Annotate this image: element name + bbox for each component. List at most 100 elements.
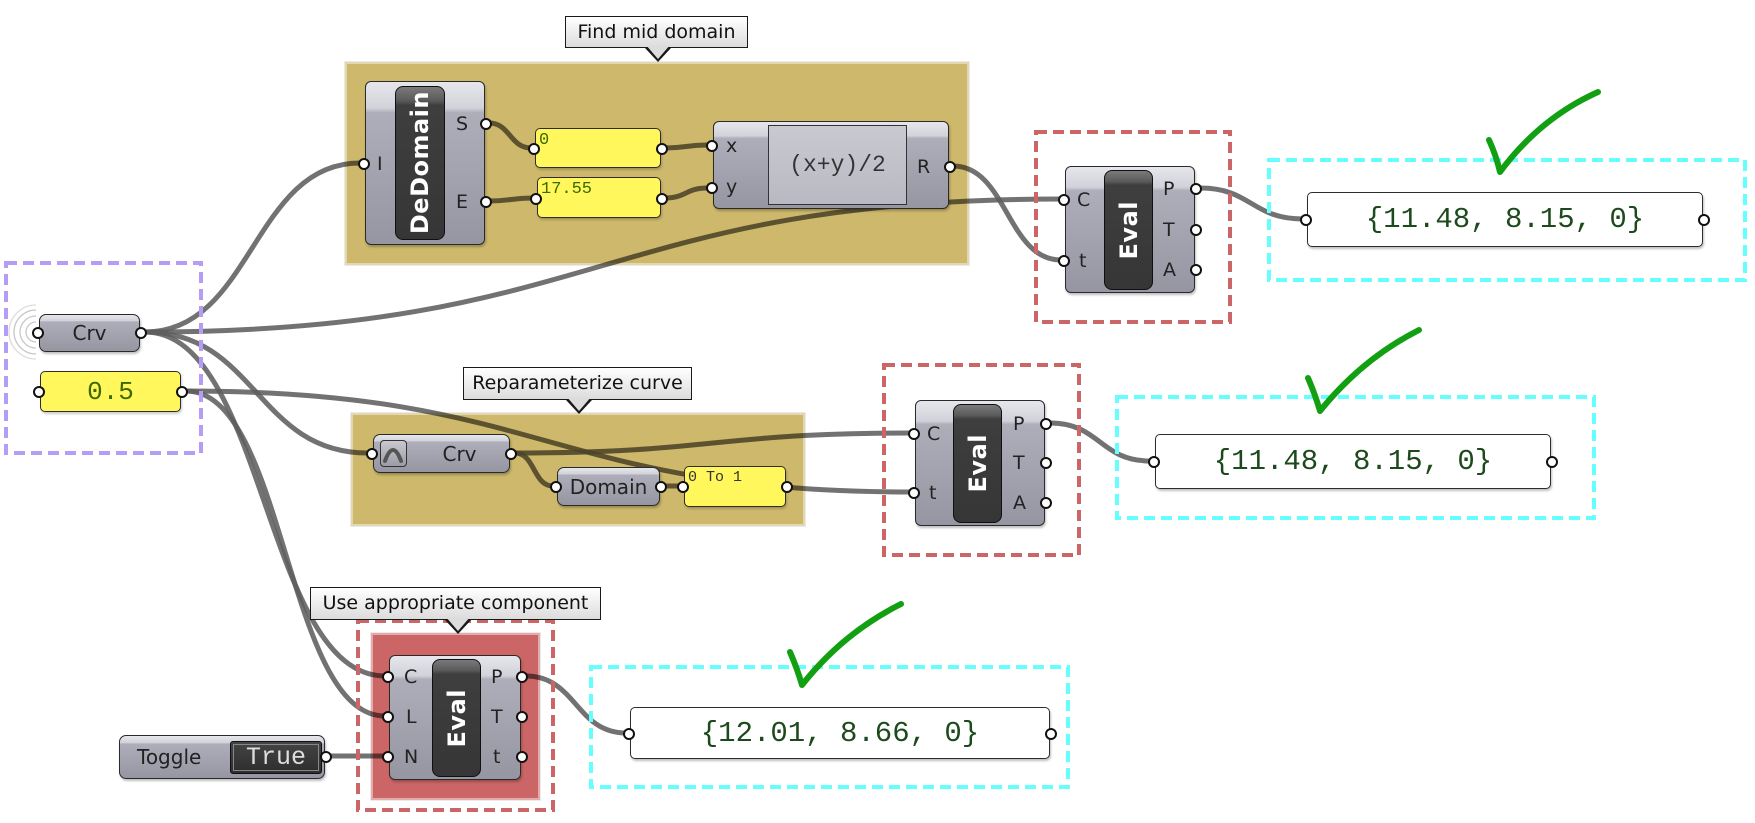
- input-port[interactable]: [32, 327, 44, 339]
- input-port-c[interactable]: [382, 671, 394, 683]
- output-port[interactable]: [781, 481, 793, 493]
- input-port-c[interactable]: [1058, 194, 1070, 206]
- output-port-t[interactable]: [1190, 224, 1202, 236]
- output-port[interactable]: [1546, 456, 1558, 468]
- input-label-c: C: [1077, 189, 1091, 211]
- group-label-find-mid-domain: Find mid domain: [565, 16, 748, 62]
- input-port-c[interactable]: [908, 428, 920, 440]
- output-label-t-upper: T: [491, 706, 503, 728]
- number-panel[interactable]: 0.5: [33, 371, 188, 412]
- component-nickname: DeDomain: [406, 91, 434, 235]
- group-label-text: Reparameterize curve: [472, 372, 683, 394]
- input-port[interactable]: [550, 481, 562, 493]
- output-port[interactable]: [656, 193, 668, 205]
- evaluate-curve-component-middle[interactable]: Eval C t P T A: [908, 400, 1052, 526]
- domain-panel[interactable]: 0 To 1: [677, 466, 793, 507]
- output-port-t-upper[interactable]: [516, 711, 528, 723]
- output-port-t[interactable]: [1040, 457, 1052, 469]
- output-port-s[interactable]: [480, 118, 492, 130]
- evaluate-curve-component-top[interactable]: Eval C t P T A: [1058, 166, 1202, 293]
- toggle-value-button[interactable]: True: [230, 741, 322, 774]
- component-nickname-capsule: DeDomain: [395, 86, 445, 240]
- output-label-a: A: [1013, 492, 1026, 514]
- output-port[interactable]: [1045, 728, 1057, 740]
- expression-component[interactable]: (x+y)/2 x y R: [706, 121, 956, 209]
- input-port[interactable]: [1148, 456, 1160, 468]
- output-port-p[interactable]: [516, 671, 528, 683]
- input-port[interactable]: [1300, 214, 1312, 226]
- output-port-r[interactable]: [944, 161, 956, 173]
- input-label-t: t: [1079, 250, 1087, 272]
- output-port[interactable]: [655, 481, 667, 493]
- input-port-n[interactable]: [382, 751, 394, 763]
- output-port-e[interactable]: [480, 196, 492, 208]
- component-nickname-capsule: Eval: [432, 659, 481, 777]
- expression-formula-box[interactable]: (x+y)/2: [768, 125, 907, 205]
- output-label-a: A: [1163, 259, 1176, 281]
- input-port-i[interactable]: [358, 158, 370, 170]
- output-port[interactable]: [505, 448, 517, 460]
- output-port-a[interactable]: [1040, 497, 1052, 509]
- wire: [1197, 185, 1306, 222]
- toggle-label: Toggle: [137, 745, 202, 769]
- output-label-t: T: [1013, 452, 1025, 474]
- input-port-t[interactable]: [908, 487, 920, 499]
- domain-start-panel[interactable]: 0: [528, 128, 668, 168]
- group-label-use-appropriate-component: Use appropriate component: [310, 587, 601, 634]
- toggle-component[interactable]: Toggle True: [119, 735, 332, 779]
- input-port[interactable]: [33, 386, 45, 398]
- component-nickname: Eval: [963, 434, 992, 493]
- result-panel-top[interactable]: {11.48, 8.15, 0}: [1300, 192, 1710, 247]
- bubble-pointer-fill: [567, 398, 591, 411]
- input-port-t[interactable]: [1058, 255, 1070, 267]
- number-panel-value: 0.5: [87, 376, 134, 407]
- result-panel-bottom[interactable]: {12.01, 8.66, 0}: [623, 707, 1057, 759]
- reparam-curve-label: Crv: [442, 441, 477, 466]
- evaluate-length-component[interactable]: Eval C L N P T t: [382, 655, 528, 780]
- output-port[interactable]: [176, 386, 188, 398]
- output-port-p[interactable]: [1040, 418, 1052, 430]
- result-panel-middle[interactable]: {11.48, 8.15, 0}: [1148, 434, 1558, 489]
- checkmark-icon: [1305, 327, 1422, 414]
- domain-end-panel[interactable]: 17.55: [530, 177, 668, 218]
- output-port-a[interactable]: [1190, 264, 1202, 276]
- toggle-value: True: [245, 743, 306, 772]
- checkmark-icon: [787, 601, 904, 688]
- input-label-c: C: [404, 666, 418, 688]
- input-port[interactable]: [366, 448, 378, 460]
- output-port[interactable]: [135, 327, 147, 339]
- component-nickname-capsule: Eval: [1104, 170, 1153, 290]
- bubble-pointer-fill: [646, 46, 670, 59]
- group-label-text: Find mid domain: [577, 21, 736, 43]
- reparam-curve-param[interactable]: Crv: [366, 434, 517, 473]
- component-nickname: Eval: [1114, 200, 1143, 260]
- wire: [142, 329, 388, 679]
- output-port[interactable]: [1698, 214, 1710, 226]
- input-port-l[interactable]: [382, 711, 394, 723]
- input-port-x[interactable]: [706, 140, 718, 152]
- component-nickname: Eval: [442, 688, 471, 748]
- domain-component[interactable]: Domain: [550, 467, 667, 506]
- output-port[interactable]: [320, 751, 332, 763]
- input-port[interactable]: [623, 728, 635, 740]
- input-label-t: t: [929, 482, 937, 504]
- input-port-y[interactable]: [706, 182, 718, 194]
- output-port-t-lower[interactable]: [516, 751, 528, 763]
- input-label-l: L: [406, 706, 417, 728]
- input-port[interactable]: [677, 481, 689, 493]
- component-nickname-capsule: Eval: [953, 404, 1002, 523]
- dedomain-component[interactable]: DeDomain I S E: [358, 81, 492, 245]
- checkmark-icon: [1486, 89, 1601, 175]
- curve-arch-icon: [380, 440, 407, 467]
- input-port[interactable]: [530, 193, 542, 205]
- output-label-r: R: [917, 156, 931, 178]
- input-port[interactable]: [528, 143, 540, 155]
- output-port-p[interactable]: [1190, 183, 1202, 195]
- output-label-t-lower: t: [493, 746, 501, 768]
- input-label-y: y: [726, 176, 738, 198]
- output-port[interactable]: [656, 143, 668, 155]
- curve-param[interactable]: Crv: [32, 314, 147, 352]
- group-label-reparameterize-curve: Reparameterize curve: [463, 367, 692, 414]
- input-label-n: N: [404, 746, 419, 768]
- result-value: {11.48, 8.15, 0}: [1365, 203, 1645, 236]
